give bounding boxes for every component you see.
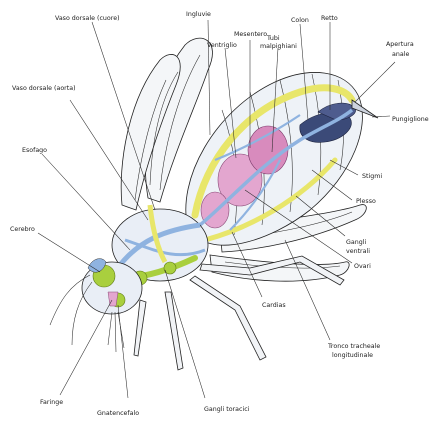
label-malpighiani: malpighiani <box>260 43 297 50</box>
label-gnatencefalo: Gnatencefalo <box>97 410 139 417</box>
label-colon: Colon <box>291 17 309 24</box>
label-tronco-tracheale: Tronco tracheale <box>327 343 380 350</box>
label-ingluvie: Ingluvie <box>186 11 211 18</box>
label-stigmi: Stigmi <box>362 173 382 180</box>
leg <box>190 276 266 360</box>
label-ventrali: ventrali <box>346 248 370 255</box>
label-gangli-toracici: Gangli toracici <box>204 406 250 413</box>
mouthparts <box>108 312 112 345</box>
label-apertura: Apertura <box>386 41 414 48</box>
label-anale: anale <box>392 51 409 58</box>
mouthparts <box>118 312 124 348</box>
leader-line <box>285 240 330 340</box>
label-pungiglione: Pungiglione <box>392 116 429 123</box>
leader-line <box>38 233 100 272</box>
label-mesentero: Mesentero <box>234 31 267 38</box>
label-retto: Retto <box>321 15 338 22</box>
label-tubi: Tubi <box>266 35 280 42</box>
mesentero-organ <box>248 126 288 174</box>
label-plesso: Plesso <box>356 198 376 205</box>
label-esofago: Esofago <box>22 147 47 154</box>
label-cardias: Cardias <box>262 302 286 309</box>
label-vaso-dorsale-cuore: Vaso dorsale (cuore) <box>55 15 120 22</box>
leader-line <box>165 270 205 398</box>
label-vaso-dorsale-aorta: Vaso dorsale (aorta) <box>12 85 76 92</box>
leader-line <box>355 62 395 102</box>
leader-line <box>42 154 130 250</box>
label-gangli: Gangli <box>346 239 366 246</box>
leg <box>165 292 183 370</box>
label-ovari: Ovari <box>354 263 371 270</box>
pharynx <box>108 292 118 306</box>
label-ventriglio: Ventriglio <box>207 42 237 49</box>
leader-line <box>208 20 210 135</box>
label-cerebro: Cerebro <box>10 226 35 233</box>
label-faringe: Faringe <box>40 399 63 406</box>
leg <box>134 300 146 356</box>
leader-line <box>60 300 112 395</box>
leader-line <box>118 305 128 398</box>
mouthparts <box>115 312 116 352</box>
label-longitudinale: longitudinale <box>332 352 373 359</box>
